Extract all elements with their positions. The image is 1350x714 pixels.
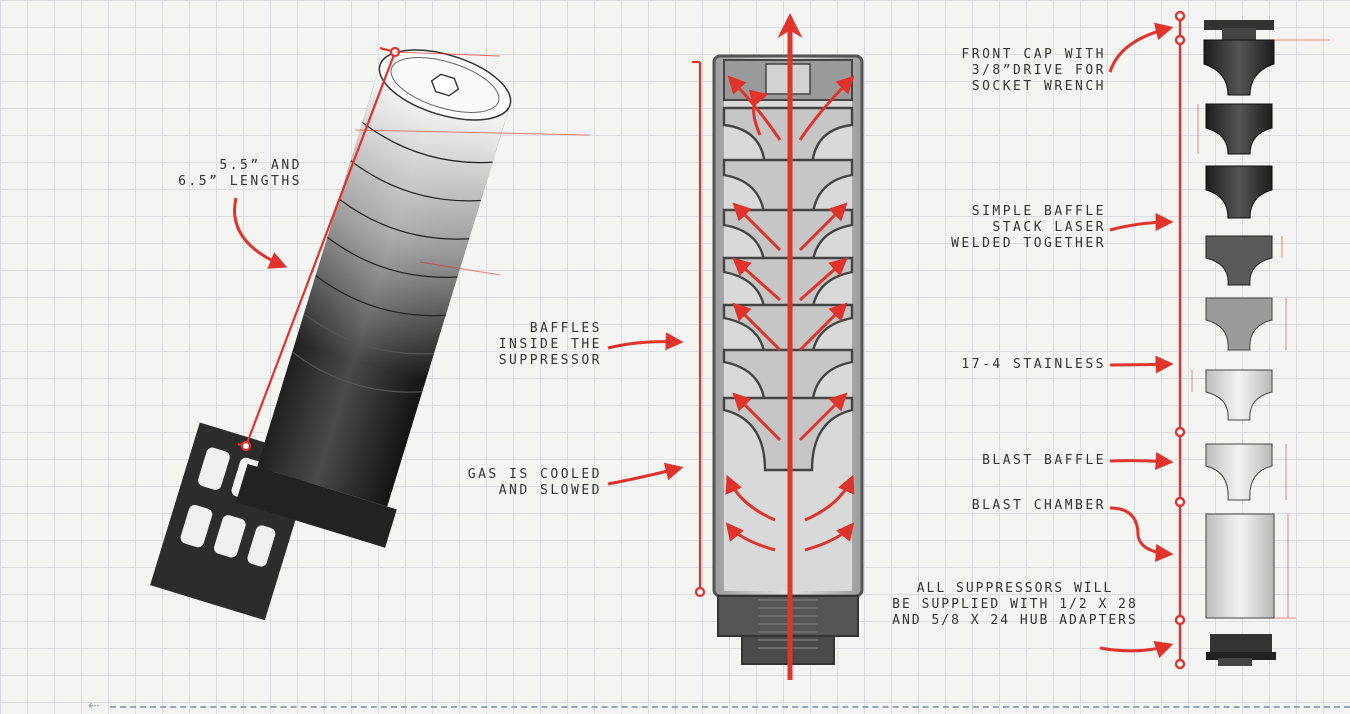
baffle-part-4 — [1205, 297, 1273, 351]
baffle-stack-arrow — [1109, 213, 1174, 232]
blast-baffle-part — [1205, 443, 1273, 501]
front-cap-part — [1203, 20, 1275, 96]
stainless-arrow — [1109, 355, 1174, 374]
front-cap-label: FRONT CAP WITH 3/8”DRIVE FOR SOCKET WREN… — [961, 47, 1106, 94]
front-cap-arrow — [1108, 22, 1174, 73]
lengths-label: 5.5” AND 6.5” LENGTHS — [178, 158, 302, 189]
lengths-callout-arrow — [233, 197, 288, 269]
suppressor-cutaway — [607, 13, 864, 680]
length-bracket — [237, 46, 591, 452]
baffle-part-2 — [1205, 165, 1273, 219]
blast-chamber-part — [1205, 513, 1275, 619]
adapters-arrow — [1099, 641, 1174, 659]
exploded-parts — [1099, 10, 1330, 670]
hub-adapter-part — [1206, 634, 1276, 666]
baffles-inside-label: BAFFLES INSIDE THE SUPPRESSOR — [498, 321, 602, 368]
baffle-part-3 — [1205, 235, 1273, 286]
adapters-label: ALL SUPPRESSORS WILL BE SUPPLIED WITH 1/… — [892, 581, 1138, 628]
stainless-label: 17-4 STAINLESS — [961, 357, 1106, 372]
baffle-part-5 — [1205, 369, 1273, 421]
suppressor-exterior-illustration — [150, 46, 591, 621]
blast-chamber-label: BLAST CHAMBER — [971, 498, 1106, 513]
baffle-stack-label: SIMPLE BAFFLE STACK LASER WELDED TOGETHE… — [951, 204, 1106, 251]
gas-cooled-label: GAS IS COOLED AND SLOWED — [467, 467, 602, 498]
baffle-part-1 — [1205, 103, 1273, 155]
arrow-left-icon: ⇠ — [88, 698, 100, 714]
blast-chamber-arrow — [1109, 506, 1174, 563]
page-divider — [110, 706, 1350, 708]
blast-baffle-arrow — [1109, 452, 1174, 471]
blast-baffle-label: BLAST BAFFLE — [982, 453, 1106, 468]
